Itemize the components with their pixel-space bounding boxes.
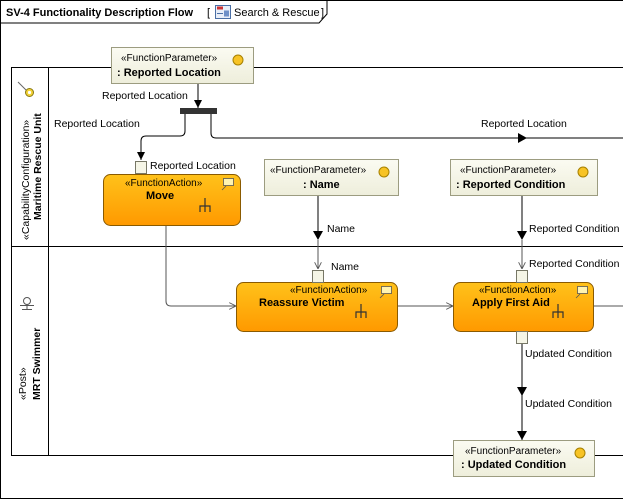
flow-name-arrow	[313, 231, 323, 240]
flow-updated-condition-arrow-end	[517, 431, 527, 440]
flow-move-to-reassure[interactable]	[165, 226, 236, 306]
param-name-input[interactable]: «FunctionParameter» : Name	[264, 159, 399, 196]
action-stereotype: «FunctionAction»	[479, 285, 557, 296]
action-stereotype: «FunctionAction»	[125, 178, 203, 189]
function-parameter-icon	[577, 166, 589, 178]
function-action-icon	[379, 286, 392, 299]
label-updated-condition-flow: Updated Condition	[525, 398, 612, 410]
lane-bottom-name: MRT Swimmer	[31, 328, 43, 400]
param-reported-condition[interactable]: «FunctionParameter» : Reported Condition	[450, 159, 598, 196]
lane-top-stereotype: «CapabilityConfiguration»	[20, 120, 32, 240]
title-bracket-close: ]	[321, 7, 324, 19]
param-stereotype: «FunctionParameter»	[121, 53, 218, 64]
function-parameter-icon	[574, 447, 586, 459]
lane-maritime-rescue-unit[interactable]: «CapabilityConfiguration» Maritime Rescu…	[17, 81, 44, 240]
flow-updated-condition-arrow	[517, 387, 527, 396]
function-action-icon	[221, 178, 234, 191]
flow-fork-right-arrow	[518, 133, 527, 143]
label-reported-condition-flow: Reported Condition	[529, 223, 620, 235]
label-updated-condition-pin: Updated Condition	[525, 348, 612, 360]
output-pin[interactable]	[516, 331, 528, 344]
action-name: Reassure Victim	[259, 297, 345, 309]
input-pin[interactable]	[135, 161, 147, 174]
param-stereotype: «FunctionParameter»	[465, 446, 562, 457]
title-bracket-open: [	[207, 7, 210, 19]
diagram-title-tab[interactable]: SV-4 Functionality Description Flow [ Se…	[0, 0, 328, 24]
swimlane-grid	[11, 67, 623, 456]
function-action-icon	[575, 286, 588, 299]
call-behavior-rake-icon	[355, 304, 367, 318]
label-reported-condition-pin: Reported Condition	[529, 258, 620, 270]
input-pin[interactable]	[312, 270, 324, 283]
function-parameter-icon	[232, 54, 244, 66]
capability-configuration-icon	[17, 81, 34, 97]
input-pin[interactable]	[516, 270, 528, 283]
action-name: Move	[146, 190, 174, 202]
function-parameter-icon	[378, 166, 390, 178]
lane-bottom-stereotype: «Post»	[17, 367, 29, 400]
label-name-pin: Name	[331, 261, 359, 273]
lane-mrt-swimmer[interactable]: «Post» MRT Swimmer	[17, 297, 43, 401]
param-name: : Name	[303, 179, 340, 191]
lane-top-name: Maritime Rescue Unit	[32, 113, 44, 220]
param-name: : Reported Location	[117, 67, 221, 79]
diagram-title: SV-4 Functionality Description Flow	[6, 7, 193, 19]
flow-reported-condition-arrow	[517, 231, 527, 240]
diagram-tab-icon	[215, 5, 231, 19]
label-reported-location-left: Reported Location	[54, 118, 140, 130]
label-reported-location-right: Reported Location	[481, 118, 567, 130]
action-move[interactable]: «FunctionAction» Move	[103, 161, 241, 226]
call-behavior-rake-icon	[552, 304, 564, 318]
fork-node[interactable]	[180, 108, 217, 114]
post-icon	[20, 297, 34, 310]
action-apply-first-aid[interactable]: «FunctionAction» Apply First Aid	[453, 270, 594, 344]
flow-fork-to-right[interactable]	[210, 114, 623, 139]
label-reported-location-in: Reported Location	[102, 90, 188, 102]
label-name-flow: Name	[327, 223, 355, 235]
param-stereotype: «FunctionParameter»	[270, 165, 367, 176]
param-reported-location[interactable]: «FunctionParameter» : Reported Location	[111, 47, 254, 84]
tab-label: Search & Rescue	[234, 7, 320, 19]
action-stereotype: «FunctionAction»	[290, 285, 368, 296]
call-behavior-rake-icon	[199, 198, 211, 212]
param-name: : Updated Condition	[461, 459, 566, 471]
flow-fork-to-move[interactable]	[137, 114, 186, 160]
action-reassure-victim[interactable]: «FunctionAction» Reassure Victim	[236, 270, 398, 332]
label-move-pin: Reported Location	[150, 160, 236, 172]
action-name: Apply First Aid	[472, 297, 550, 309]
param-name: : Reported Condition	[456, 179, 566, 191]
param-updated-condition[interactable]: «FunctionParameter» : Updated Condition	[453, 440, 595, 477]
param-stereotype: «FunctionParameter»	[460, 165, 557, 176]
